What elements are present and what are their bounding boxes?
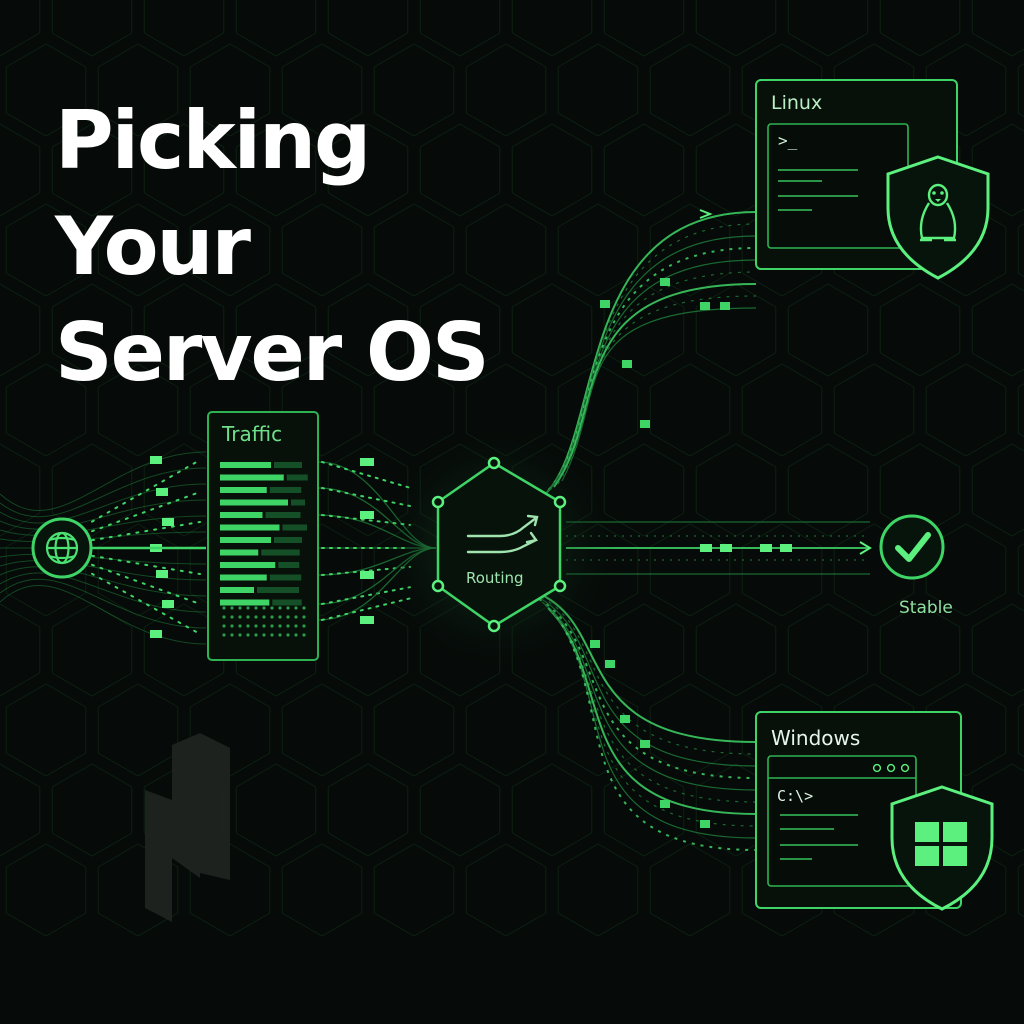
title-line-2: Your xyxy=(55,200,251,293)
windows-os-panel[interactable] xyxy=(755,711,994,911)
windows-logo-shield-icon xyxy=(890,785,994,911)
linux-label: Linux xyxy=(771,92,823,114)
tux-penguin-shield-icon xyxy=(886,155,990,280)
windows-terminal-prompt: C:\> xyxy=(777,787,814,805)
windows-label: Windows xyxy=(771,726,861,750)
title-line-1: Picking xyxy=(55,94,371,187)
traffic-dot-matrix xyxy=(222,606,306,637)
traffic-label: Traffic xyxy=(222,422,283,446)
globe-icon xyxy=(45,531,79,565)
linux-terminal-prompt: >_ xyxy=(778,131,798,150)
routing-label: Routing xyxy=(466,569,524,587)
checkmark-icon xyxy=(895,532,931,562)
title-line-3: Server OS xyxy=(55,306,490,399)
stable-status-node[interactable] xyxy=(879,514,945,580)
traffic-bars xyxy=(220,462,308,606)
window-control-dots xyxy=(872,763,910,773)
source-node[interactable] xyxy=(31,517,93,579)
page-title: Picking Your Server OS xyxy=(55,88,490,406)
brand-logo-mark xyxy=(145,733,230,922)
routing-node[interactable] xyxy=(431,456,567,633)
stable-label: Stable xyxy=(899,598,953,618)
linux-os-panel[interactable] xyxy=(755,79,990,280)
background-grid xyxy=(0,0,1024,937)
traffic-panel xyxy=(207,411,319,661)
shuffle-arrows-icon xyxy=(466,514,539,554)
